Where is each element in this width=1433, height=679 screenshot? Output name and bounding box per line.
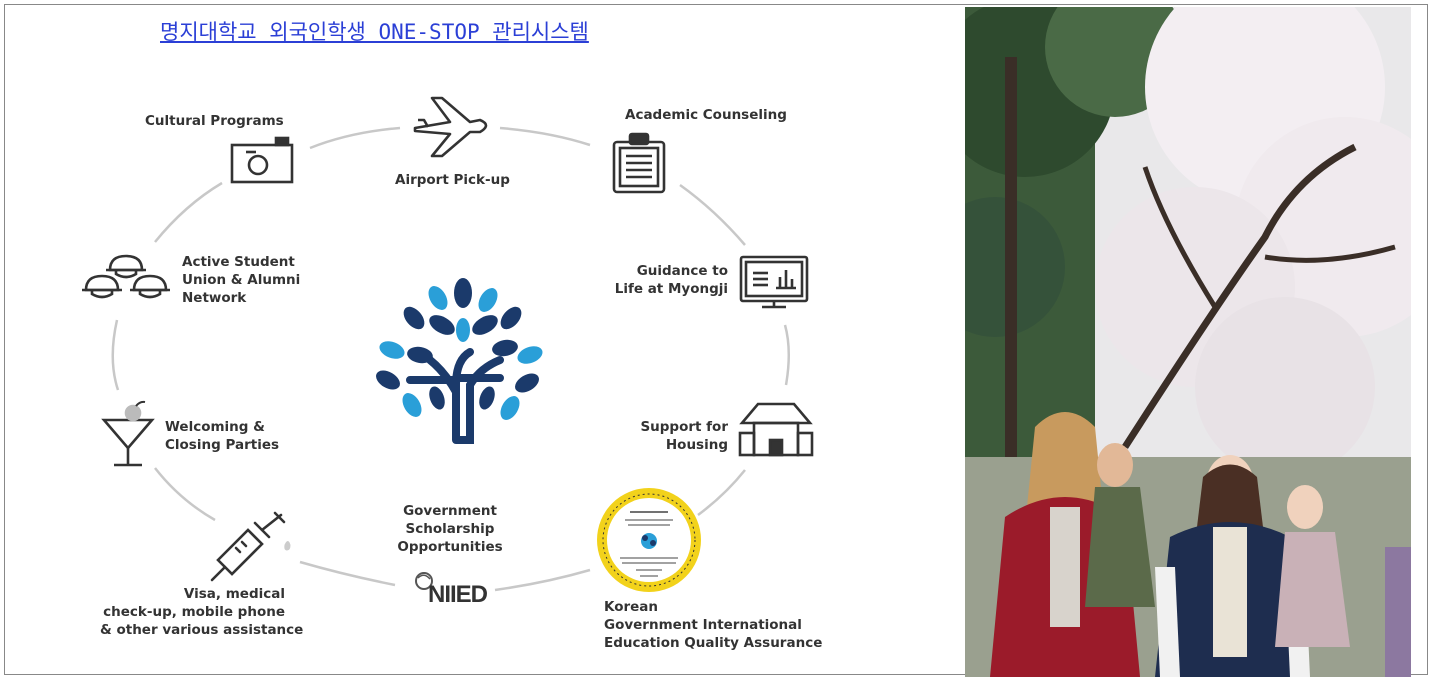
camera-icon [230,136,294,184]
circle-connectors [111,126,790,592]
label-cultural-programs: Cultural Programs [145,113,284,129]
helmets-icon [82,254,170,299]
svg-text:NIIED: NIIED [428,581,488,608]
tree-logo [376,278,543,444]
label-parties: Welcoming &Closing Parties [165,419,280,453]
airplane-icon [413,96,488,158]
diagram-graphics: NIIED [82,96,814,608]
label-airport-pickup: Airport Pick-up [395,172,510,188]
monitor-chart-icon [739,255,809,309]
label-academic-counseling: Academic Counseling [625,107,787,123]
page-title-link[interactable]: 명지대학교 외국인학생 ONE-STOP 관리시스템 [160,20,589,44]
house-icon [738,402,814,457]
syringe-icon [210,511,291,582]
campus-photo [965,7,1411,677]
niied-logo: NIIED [415,572,489,608]
quality-seal-icon [597,488,701,592]
cocktail-icon [101,400,155,467]
clipboard-icon [612,132,666,194]
content-frame [4,4,1428,675]
